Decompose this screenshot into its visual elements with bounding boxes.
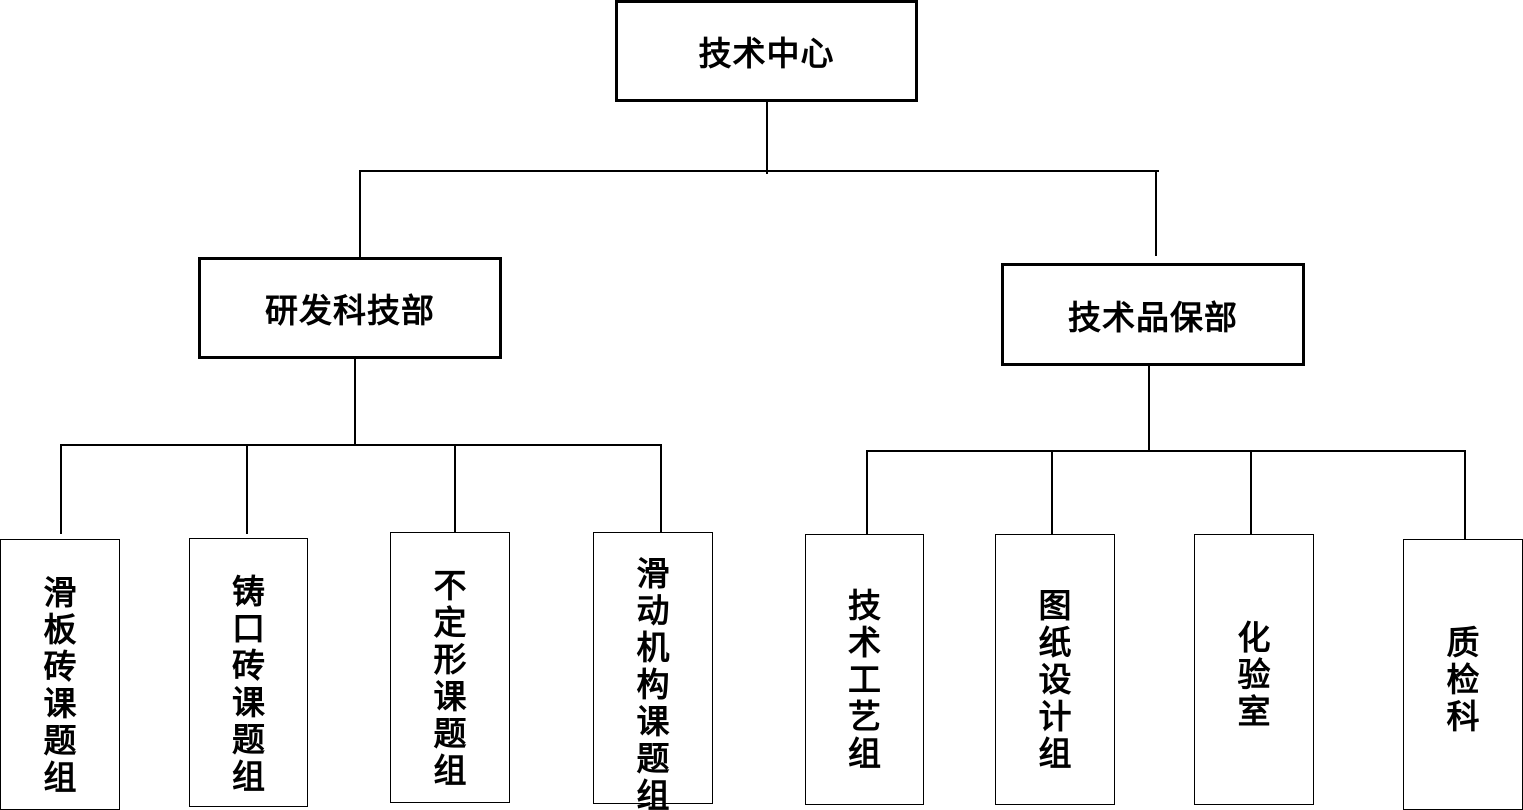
group-node-label: 图纸设计组 bbox=[1038, 586, 1072, 773]
connector-line bbox=[660, 444, 662, 534]
connector-line bbox=[1148, 364, 1150, 452]
department-node-label: 技术品保部 bbox=[1068, 297, 1238, 337]
group-node: 滑动机构课题组 bbox=[593, 532, 713, 810]
department-node-label: 研发科技部 bbox=[265, 291, 435, 330]
connector-line bbox=[60, 444, 62, 534]
connector-line bbox=[866, 450, 868, 536]
connector-line bbox=[766, 101, 768, 174]
department-node: 技术品保部 bbox=[1001, 263, 1305, 366]
connector-line bbox=[1155, 170, 1157, 256]
group-node: 图纸设计组 bbox=[995, 534, 1115, 805]
connector-line bbox=[454, 444, 456, 534]
connector-line bbox=[354, 358, 356, 446]
group-node: 滑板砖课题组 bbox=[0, 539, 120, 810]
group-node: 质检科 bbox=[1403, 539, 1523, 810]
connector-line bbox=[359, 170, 1159, 172]
group-node-label: 不定形课题组 bbox=[433, 566, 467, 790]
connector-line bbox=[1250, 450, 1252, 538]
group-node: 技术工艺组 bbox=[805, 534, 924, 805]
group-node-label: 质检科 bbox=[1446, 623, 1480, 736]
group-node: 铸口砖课题组 bbox=[189, 538, 308, 807]
group-node: 不定形课题组 bbox=[390, 532, 510, 803]
group-node-label: 技术工艺组 bbox=[848, 586, 881, 773]
connector-line bbox=[866, 450, 1466, 452]
department-node: 研发科技部 bbox=[198, 257, 502, 359]
connector-line bbox=[1051, 450, 1053, 538]
connector-line bbox=[359, 170, 361, 258]
group-node-label: 滑板砖课题组 bbox=[43, 573, 77, 797]
connector-line bbox=[1464, 450, 1466, 540]
group-node-label: 化验室 bbox=[1237, 618, 1271, 731]
group-node-label: 滑动机构课题组 bbox=[636, 554, 670, 810]
root-node: 技术中心 bbox=[615, 0, 918, 102]
group-node-label: 铸口砖课题组 bbox=[232, 572, 265, 796]
connector-line bbox=[60, 444, 662, 446]
connector-line bbox=[246, 444, 248, 534]
root-node-label: 技术中心 bbox=[698, 34, 835, 73]
group-node: 化验室 bbox=[1194, 534, 1314, 805]
